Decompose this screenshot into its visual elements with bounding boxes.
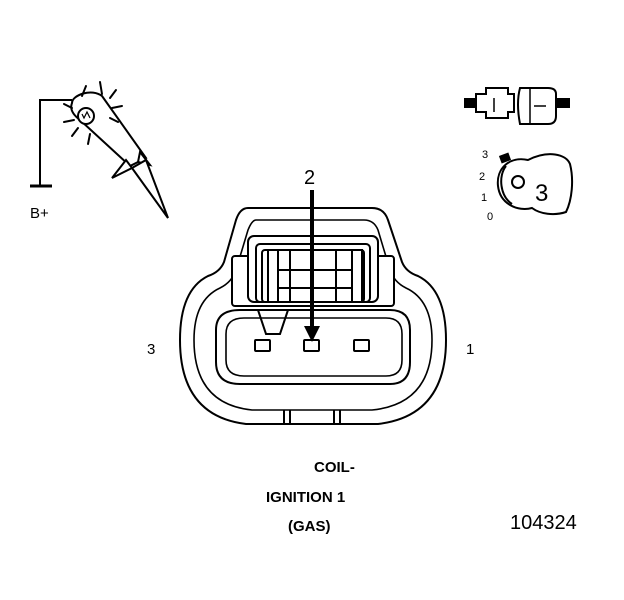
ignition-key-number: 3 <box>535 180 548 207</box>
terminal-1 <box>353 339 370 352</box>
ignition-switch: 3 2 1 0 3 <box>479 149 574 223</box>
terminal-3 <box>254 339 271 352</box>
bottom-keys <box>283 410 341 424</box>
ignition-position-0: 0 <box>487 211 493 223</box>
pin-3-label: 3 <box>147 341 155 358</box>
figure-number: 104324 <box>510 512 577 534</box>
circuit-label-line-1: COIL- <box>314 459 355 476</box>
ignition-position-3: 3 <box>482 149 488 161</box>
connector-latch <box>231 235 395 307</box>
ignition-position-2: 2 <box>479 171 485 183</box>
connector-disconnect-icon <box>464 87 570 125</box>
ignition-position-1: 1 <box>481 192 487 204</box>
connector-face: 2 3 1 <box>147 167 474 425</box>
test-light-group: B+ <box>30 81 169 222</box>
pin-1-label: 1 <box>466 341 474 358</box>
ignition-key-icon <box>496 153 574 216</box>
pin-2-label: 2 <box>304 167 315 189</box>
b-plus-label: B+ <box>30 205 49 222</box>
test-light-probe-icon <box>70 91 169 219</box>
circuit-label-line-2: IGNITION 1 <box>266 489 345 506</box>
light-rays-icon <box>63 81 123 145</box>
circuit-label: COIL- IGNITION 1 (GAS) <box>266 459 355 535</box>
pin-2-arrow <box>304 190 320 342</box>
ground-wire <box>30 99 72 188</box>
terminal-2 <box>303 339 320 352</box>
key-notch <box>257 309 289 335</box>
circuit-label-line-3: (GAS) <box>288 518 331 535</box>
